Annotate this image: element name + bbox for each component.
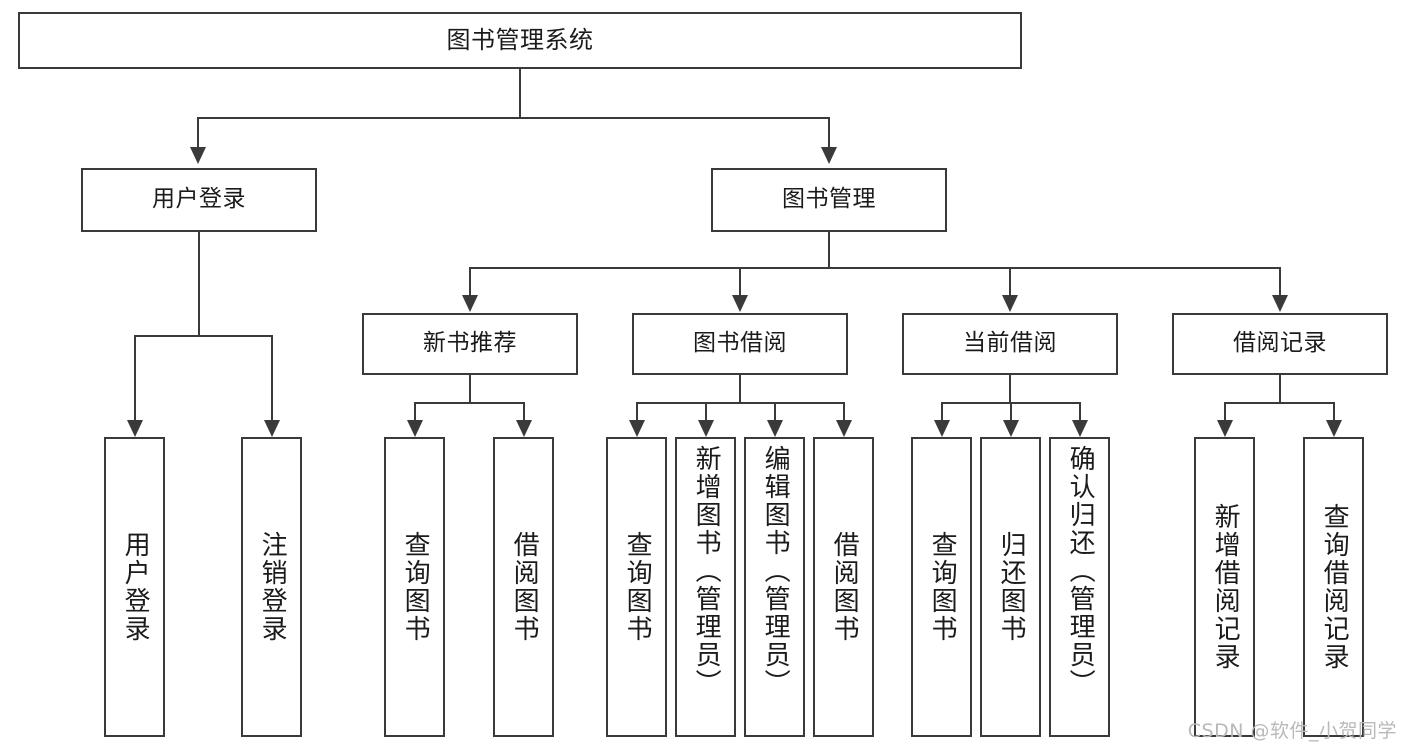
- node-current-borrow[interactable]: 当前借阅: [902, 313, 1118, 375]
- leaf-br-add-record[interactable]: 新增借阅记录: [1194, 437, 1255, 737]
- connector-book-manage-stem: [828, 232, 830, 268]
- node-label: 借阅图书: [509, 531, 540, 643]
- connector-drop-bb-borrow: [843, 402, 845, 420]
- connector-drop-cb-query: [941, 402, 943, 420]
- connector-bb-stem: [739, 375, 741, 403]
- node-label: 借阅记录: [1233, 330, 1327, 357]
- node-label: 注销登录: [257, 531, 288, 643]
- arrowhead-nbr-query: [407, 420, 423, 437]
- node-label: 查询图书: [400, 531, 431, 643]
- leaf-nbr-borrow-book[interactable]: 借阅图书: [493, 437, 554, 737]
- leaf-bb-edit-book-admin[interactable]: 编辑图书（管理员）: [744, 437, 805, 737]
- connector-drop-br-add: [1224, 402, 1226, 420]
- leaf-nbr-query-book[interactable]: 查询图书: [384, 437, 445, 737]
- arrowhead-cb-return: [1003, 420, 1019, 437]
- connector-drop-borrow-record: [1279, 267, 1281, 295]
- watermark: CSDN @软件_小贺同学: [1187, 720, 1397, 742]
- connector-cb-stem: [1009, 375, 1011, 403]
- node-label: 归还图书: [996, 531, 1027, 643]
- node-user-login[interactable]: 用户登录: [81, 168, 317, 232]
- arrowhead-bb-add: [698, 420, 714, 437]
- connector-user-login-stem: [198, 232, 200, 336]
- connector-drop-leaf-user-login: [134, 335, 136, 420]
- node-label: 用户登录: [152, 186, 246, 213]
- connector-drop-cb-return: [1010, 402, 1012, 420]
- connector-drop-new-book: [469, 267, 471, 295]
- node-book-manage[interactable]: 图书管理: [711, 168, 947, 232]
- node-label: 查询图书: [927, 531, 958, 643]
- connector-book-manage-bus: [469, 267, 1280, 269]
- connector-root-bus: [197, 117, 829, 119]
- leaf-cb-query-book[interactable]: 查询图书: [911, 437, 972, 737]
- arrowhead-user-login: [190, 147, 206, 164]
- leaf-bb-query-book[interactable]: 查询图书: [606, 437, 667, 737]
- node-label: 当前借阅: [963, 330, 1057, 357]
- arrowhead-br-query: [1326, 420, 1342, 437]
- connector-nbr-stem: [469, 375, 471, 403]
- arrowhead-cb-query: [934, 420, 950, 437]
- connector-drop-user-login: [197, 117, 199, 147]
- node-label: 图书管理: [782, 186, 876, 213]
- connector-br-stem: [1279, 375, 1281, 403]
- leaf-user-login[interactable]: 用户登录: [104, 437, 165, 737]
- connector-drop-current-borrow: [1009, 267, 1011, 295]
- connector-drop-nbr-borrow: [523, 402, 525, 420]
- connector-root-stem: [519, 69, 521, 118]
- node-label: 查询图书: [622, 531, 653, 643]
- node-label: 确认归还（管理员）: [1065, 445, 1096, 697]
- arrowhead-br-add: [1217, 420, 1233, 437]
- arrowhead-book-manage: [821, 147, 837, 164]
- arrowhead-bb-borrow: [836, 420, 852, 437]
- connector-drop-book-manage: [828, 117, 830, 147]
- arrowhead-leaf-logout: [264, 420, 280, 437]
- arrowhead-bb-query: [629, 420, 645, 437]
- node-label: 新增图书（管理员）: [691, 445, 722, 697]
- node-label: 图书借阅: [693, 330, 787, 357]
- node-label: 图书管理系统: [446, 26, 594, 55]
- node-label: 新书推荐: [423, 330, 517, 357]
- connector-drop-nbr-query: [414, 402, 416, 420]
- node-label: 用户登录: [120, 531, 151, 643]
- leaf-cb-confirm-return-admin[interactable]: 确认归还（管理员）: [1049, 437, 1110, 737]
- arrowhead-bb-edit: [767, 420, 783, 437]
- arrowhead-current-borrow: [1002, 295, 1018, 312]
- connector-drop-bb-query: [636, 402, 638, 420]
- node-new-book-recommend[interactable]: 新书推荐: [362, 313, 578, 375]
- connector-user-login-bus: [134, 335, 272, 337]
- connector-drop-book-borrow: [739, 267, 741, 295]
- connector-nbr-bus: [414, 402, 524, 404]
- arrowhead-new-book: [462, 295, 478, 312]
- node-root-system[interactable]: 图书管理系统: [18, 12, 1022, 69]
- leaf-br-query-record[interactable]: 查询借阅记录: [1303, 437, 1364, 737]
- node-label: 新增借阅记录: [1210, 503, 1241, 671]
- connector-drop-bb-edit: [774, 402, 776, 420]
- leaf-bb-add-book-admin[interactable]: 新增图书（管理员）: [675, 437, 736, 737]
- leaf-logout[interactable]: 注销登录: [241, 437, 302, 737]
- connector-br-bus: [1224, 402, 1334, 404]
- arrowhead-leaf-user-login: [127, 420, 143, 437]
- node-label: 借阅图书: [829, 531, 860, 643]
- arrowhead-borrow-record: [1272, 295, 1288, 312]
- node-label: 编辑图书（管理员）: [760, 445, 791, 697]
- connector-drop-leaf-logout: [271, 335, 273, 420]
- arrowhead-nbr-borrow: [516, 420, 532, 437]
- leaf-bb-borrow-book[interactable]: 借阅图书: [813, 437, 874, 737]
- arrowhead-book-borrow: [732, 295, 748, 312]
- node-borrow-record[interactable]: 借阅记录: [1172, 313, 1388, 375]
- node-book-borrow[interactable]: 图书借阅: [632, 313, 848, 375]
- arrowhead-cb-confirm: [1072, 420, 1088, 437]
- connector-bb-bus: [636, 402, 844, 404]
- connector-drop-bb-add: [705, 402, 707, 420]
- node-label: 查询借阅记录: [1319, 503, 1350, 671]
- connector-drop-br-query: [1333, 402, 1335, 420]
- leaf-cb-return-book[interactable]: 归还图书: [980, 437, 1041, 737]
- connector-drop-cb-confirm: [1079, 402, 1081, 420]
